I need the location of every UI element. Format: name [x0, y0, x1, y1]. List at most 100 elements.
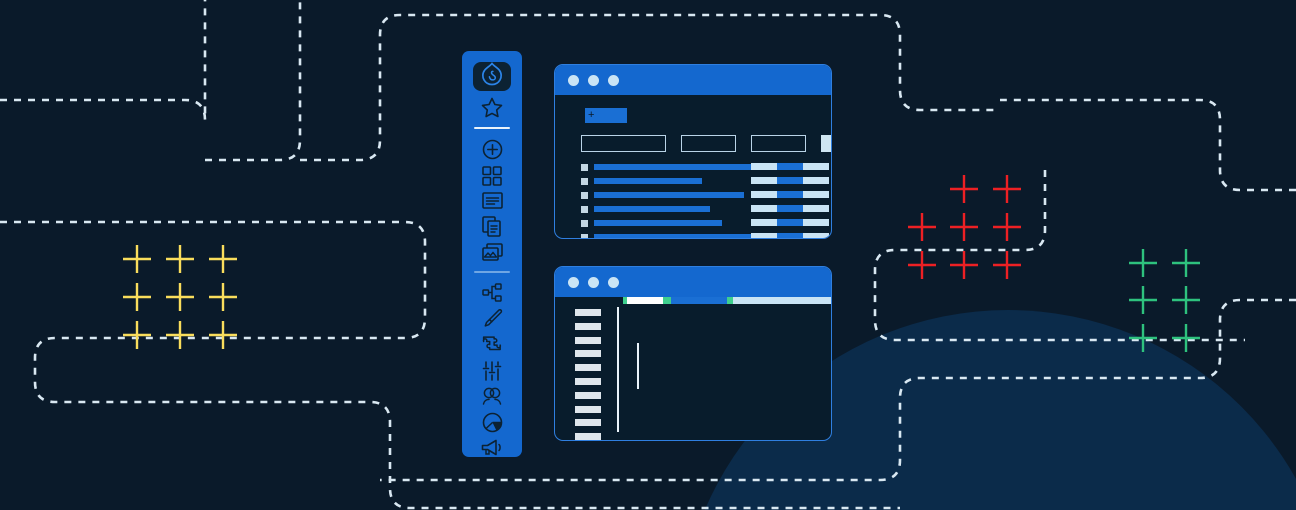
line-number	[575, 377, 601, 385]
code-token	[627, 297, 663, 304]
table-row[interactable]	[581, 163, 829, 171]
row-type	[751, 219, 777, 226]
yellow-crosses	[123, 245, 237, 349]
sidebar-item-appearance[interactable]	[477, 308, 507, 329]
row-updated	[803, 163, 829, 170]
row-updated	[803, 233, 829, 238]
row-updated	[803, 205, 829, 212]
sidebar-item-extend[interactable]	[477, 335, 507, 355]
content-list-window: +	[554, 64, 832, 239]
filter-title[interactable]	[581, 135, 666, 152]
filter-status[interactable]	[751, 135, 806, 152]
table-row[interactable]	[581, 233, 829, 238]
window-dot-minimize[interactable]	[588, 276, 599, 288]
code-token	[733, 297, 831, 304]
line-number	[575, 391, 601, 399]
pie-chart-icon	[482, 412, 503, 433]
window-dot-close[interactable]	[568, 74, 579, 86]
editor-rule	[617, 307, 619, 432]
line-number-gutter	[575, 309, 601, 440]
row-updated	[803, 219, 829, 226]
line-number	[575, 350, 601, 358]
sidebar-item-reports[interactable]	[477, 412, 507, 433]
sidebar-item-structure[interactable]	[477, 282, 507, 302]
row-checkbox[interactable]	[581, 163, 588, 171]
sidebar-item-people[interactable]	[477, 387, 507, 406]
star-icon	[481, 97, 503, 118]
table-row[interactable]	[581, 177, 829, 185]
megaphone-icon	[481, 439, 503, 457]
dashed-path-6	[380, 298, 1296, 482]
line-number	[575, 433, 601, 440]
window-dot-close[interactable]	[568, 276, 579, 288]
row-type	[751, 205, 777, 212]
sidebar-divider-primary	[474, 127, 510, 129]
sidebar-item-favorites[interactable]	[477, 97, 507, 118]
row-checkbox[interactable]	[581, 219, 588, 227]
line-number	[575, 419, 601, 427]
table-row[interactable]	[581, 219, 829, 227]
row-title	[594, 220, 722, 226]
puzzle-icon	[482, 335, 502, 355]
row-title	[594, 206, 710, 212]
dashed-path-5	[1000, 98, 1296, 192]
green-crosses	[1129, 249, 1200, 352]
code-token	[671, 297, 727, 304]
row-checkbox[interactable]	[581, 191, 588, 199]
row-checkbox[interactable]	[581, 177, 588, 185]
filter-apply[interactable]	[821, 135, 831, 152]
sidebar-item-announcements[interactable]	[477, 439, 507, 457]
window-titlebar-top[interactable]	[555, 65, 831, 95]
window-dot-maximize[interactable]	[608, 74, 619, 86]
sliders-icon	[482, 360, 502, 381]
row-author	[777, 205, 803, 212]
row-author	[777, 219, 803, 226]
row-title	[594, 234, 754, 238]
list-icon	[481, 192, 503, 210]
sidebar-item-dashboard[interactable]	[477, 165, 507, 186]
sidebar-divider-secondary	[474, 271, 510, 273]
sidebar-item-media[interactable]	[477, 243, 507, 262]
drupal-admin-sidebar[interactable]	[462, 51, 522, 457]
table-row[interactable]	[581, 205, 829, 213]
row-updated	[803, 191, 829, 198]
sidebar-item-files[interactable]	[477, 216, 507, 237]
code-editor-window	[554, 266, 832, 441]
code-token	[831, 297, 832, 304]
editor-block-rule	[637, 343, 639, 389]
line-number	[575, 322, 601, 330]
line-number	[575, 309, 601, 316]
sitemap-icon	[481, 282, 503, 302]
sidebar-item-create[interactable]	[477, 139, 507, 160]
row-updated	[803, 177, 829, 184]
window-dot-maximize[interactable]	[608, 276, 619, 288]
add-content-button[interactable]: +	[585, 108, 627, 123]
red-crosses	[908, 175, 1021, 279]
row-title	[594, 164, 754, 170]
drupal-logo-tile[interactable]	[473, 62, 511, 92]
images-icon	[481, 243, 503, 262]
content-rows	[581, 163, 829, 238]
paintbrush-icon	[482, 308, 503, 329]
sidebar-item-configuration[interactable]	[477, 360, 507, 381]
drupal-droplet-icon	[481, 62, 503, 91]
window-titlebar-bottom[interactable]	[555, 267, 831, 297]
table-row[interactable]	[581, 191, 829, 199]
background-circle	[704, 310, 1296, 510]
row-checkbox[interactable]	[581, 205, 588, 213]
filter-bar	[581, 135, 831, 152]
filter-type[interactable]	[681, 135, 736, 152]
sidebar-item-content-list[interactable]	[477, 192, 507, 210]
row-checkbox[interactable]	[581, 233, 588, 238]
row-author	[777, 177, 803, 184]
row-title	[594, 192, 744, 198]
row-author	[777, 163, 803, 170]
row-author	[777, 191, 803, 198]
window-dot-minimize[interactable]	[588, 74, 599, 86]
documents-icon	[482, 216, 502, 237]
dashed-path-4	[0, 220, 900, 510]
